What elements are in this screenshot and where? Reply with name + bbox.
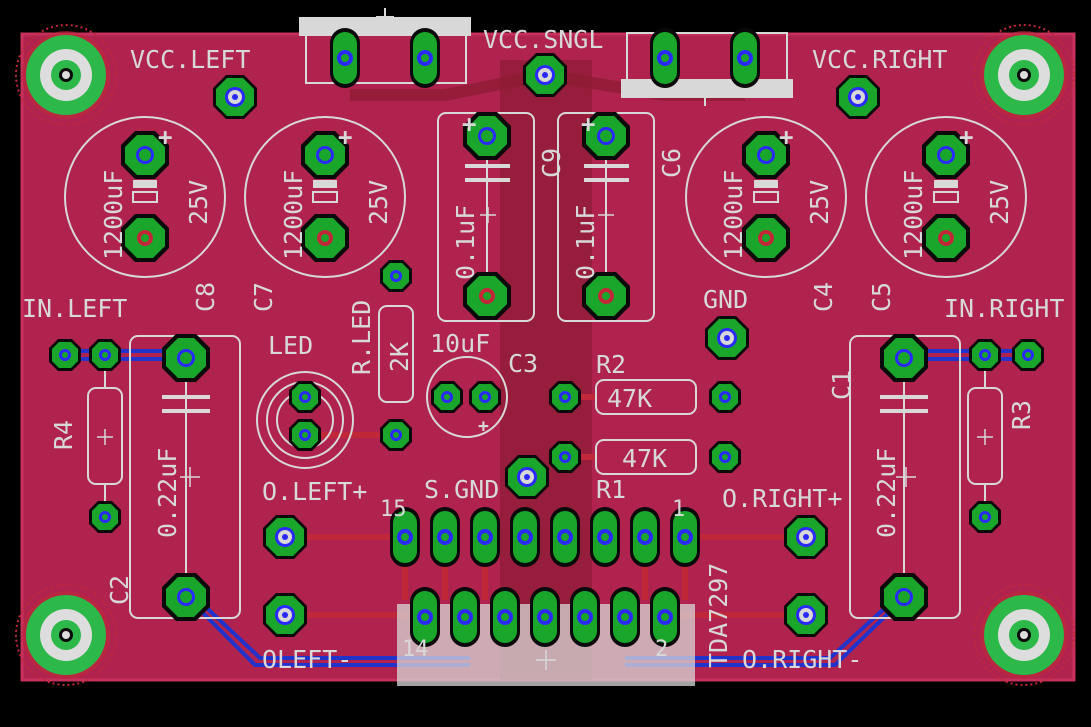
- plus-c3: +: [478, 416, 489, 437]
- c1-value: 0.22uF: [872, 448, 901, 538]
- c1-ref: C1: [827, 370, 856, 400]
- r3-ref: R3: [1007, 400, 1036, 430]
- label-in-left: IN.LEFT: [22, 294, 127, 323]
- label-vcc-sngl: VCC.SNGL: [483, 25, 603, 54]
- label-c3-value: 10uF: [430, 329, 490, 358]
- label-pin-14: 14: [402, 637, 429, 662]
- label-s-gnd: S.GND: [424, 475, 499, 504]
- c5-voltage: 25V: [985, 180, 1014, 225]
- c8-value: 1200uF: [99, 170, 128, 260]
- plus-c9: +: [462, 110, 476, 138]
- label-led: LED: [268, 331, 313, 360]
- c9-value: 0.1uF: [451, 205, 480, 280]
- label-r1-ref: R1: [596, 475, 626, 504]
- label-gnd: GND: [703, 285, 748, 314]
- label-o-right-minus: O.RIGHT-: [742, 645, 862, 674]
- label-o-right-plus: O.RIGHT+: [722, 484, 842, 513]
- plus-c5: +: [959, 123, 973, 151]
- label-c3-ref: C3: [508, 349, 538, 378]
- c8-ref: C8: [191, 282, 220, 312]
- c4-value: 1200uF: [719, 170, 748, 260]
- label-r1-value: 47K: [622, 444, 667, 473]
- c5-ref: C5: [867, 282, 896, 312]
- c9-ref: C9: [537, 148, 566, 178]
- c2-ref: C2: [105, 575, 134, 605]
- label-pin-1: 1: [672, 497, 685, 522]
- label-o-left-plus: O.LEFT+: [262, 477, 367, 506]
- c2-value: 0.22uF: [153, 448, 182, 538]
- r-led-value: 2K: [385, 342, 414, 372]
- label-r2-ref: R2: [596, 350, 626, 379]
- c4-voltage: 25V: [805, 180, 834, 225]
- label-o-left-minus: OLEFT-: [262, 645, 352, 674]
- plus-c7: +: [338, 123, 352, 151]
- origin-markers: [97, 207, 993, 670]
- plus-c6: +: [581, 110, 595, 138]
- c4-ref: C4: [809, 282, 838, 312]
- r-led-ref: R.LED: [347, 300, 376, 375]
- c5-value: 1200uF: [899, 170, 928, 260]
- label-pin-15: 15: [380, 497, 407, 522]
- label-pin-2: 2: [655, 637, 668, 662]
- cap-leads: [104, 160, 986, 575]
- r4-ref: R4: [49, 420, 78, 450]
- plus-c8: +: [158, 123, 172, 151]
- label-vcc-left: VCC.LEFT: [130, 45, 250, 74]
- c7-ref: C7: [249, 282, 278, 312]
- label-vcc-right: VCC.RIGHT: [812, 45, 947, 74]
- electrolytic-polarity-bars: [132, 180, 959, 203]
- ic-name: TDA7297: [704, 563, 733, 668]
- label-in-right: IN.RIGHT: [944, 294, 1064, 323]
- c7-value: 1200uF: [279, 170, 308, 260]
- c6-ref: C6: [657, 148, 686, 178]
- center-copper-pour: [350, 60, 745, 680]
- label-r2-value: 47K: [607, 384, 652, 413]
- c6-value: 0.1uF: [571, 205, 600, 280]
- c8-voltage: 25V: [184, 180, 213, 225]
- c7-voltage: 25V: [364, 180, 393, 225]
- plus-c4: +: [779, 123, 793, 151]
